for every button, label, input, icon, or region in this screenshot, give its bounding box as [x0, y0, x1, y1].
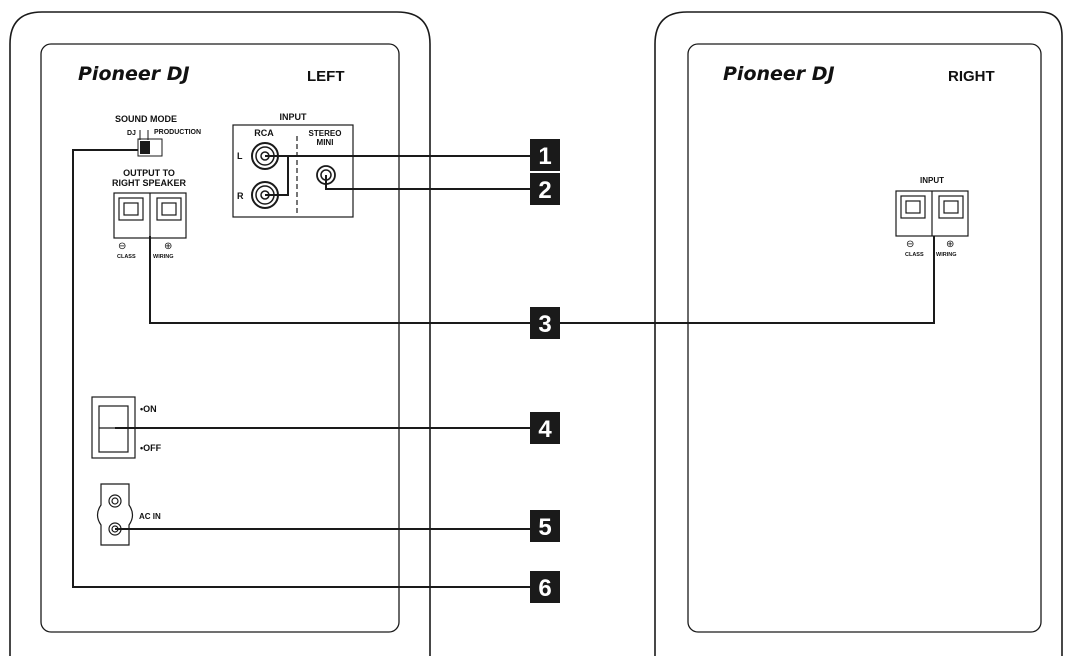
- svg-text:4: 4: [538, 416, 552, 443]
- callout-5: 5: [530, 510, 560, 542]
- left-speaker-cabinet: [9, 11, 431, 656]
- leader-line-6: [72, 149, 530, 588]
- svg-text:2: 2: [538, 177, 551, 204]
- right-wiring-label: WIRING: [936, 252, 956, 258]
- power-on-label: •ON: [140, 404, 157, 414]
- leader-lines: [72, 149, 935, 588]
- right-plus-icon: ⊕: [946, 239, 954, 250]
- callout-1: 1: [530, 139, 560, 171]
- sound-mode-title: SOUND MODE: [115, 114, 177, 124]
- output-speaker-terminal[interactable]: [113, 192, 187, 239]
- stereo-mini-label-2: MINI: [317, 138, 334, 147]
- rca-l-label: L: [237, 151, 243, 161]
- sound-mode-production-label: PRODUCTION: [154, 129, 201, 136]
- leader-line-1-r: [265, 156, 289, 196]
- right-input-terminal[interactable]: [895, 190, 969, 237]
- rca-r-label: R: [237, 191, 244, 201]
- svg-text:1: 1: [538, 143, 551, 170]
- right-input-title: INPUT: [920, 176, 944, 185]
- power-off-label: •OFF: [140, 443, 162, 453]
- sound-mode-switch[interactable]: [137, 130, 163, 157]
- left-rear-plate: [40, 43, 400, 633]
- leader-line-2: [325, 175, 530, 190]
- right-class-label: CLASS: [905, 252, 924, 258]
- input-title: INPUT: [280, 112, 308, 122]
- left-side-label: LEFT: [307, 68, 345, 85]
- output-title-line1: OUTPUT TO: [123, 168, 175, 178]
- svg-text:3: 3: [538, 311, 551, 338]
- input-box: [232, 124, 354, 218]
- svg-text:5: 5: [538, 514, 551, 541]
- callout-6: 6: [530, 571, 560, 603]
- output-plus-icon: ⊕: [164, 241, 172, 252]
- output-class-label: CLASS: [117, 254, 136, 260]
- svg-text:6: 6: [538, 575, 551, 602]
- callout-4: 4: [530, 412, 560, 444]
- stereo-mini-label-1: STEREO: [309, 129, 342, 138]
- rca-label: RCA: [254, 128, 274, 138]
- output-wiring-label: WIRING: [153, 254, 173, 260]
- sound-mode-dj-label: DJ: [127, 130, 136, 137]
- output-minus-icon: ⊖: [118, 241, 126, 252]
- right-brand-logo: Pioneer DJ: [723, 63, 835, 85]
- right-minus-icon: ⊖: [906, 239, 914, 250]
- right-speaker: [654, 11, 1063, 656]
- callout-3: 3: [530, 307, 560, 339]
- right-side-label: RIGHT: [948, 68, 995, 85]
- ac-inlet[interactable]: [96, 483, 134, 546]
- right-rear-plate: [687, 43, 1042, 633]
- left-speaker: [9, 11, 431, 656]
- right-speaker-cabinet: [654, 11, 1063, 656]
- output-title-line2: RIGHT SPEAKER: [112, 178, 187, 188]
- ac-in-label: AC IN: [139, 512, 161, 521]
- callout-2: 2: [530, 173, 560, 205]
- left-brand-logo: Pioneer DJ: [78, 63, 190, 85]
